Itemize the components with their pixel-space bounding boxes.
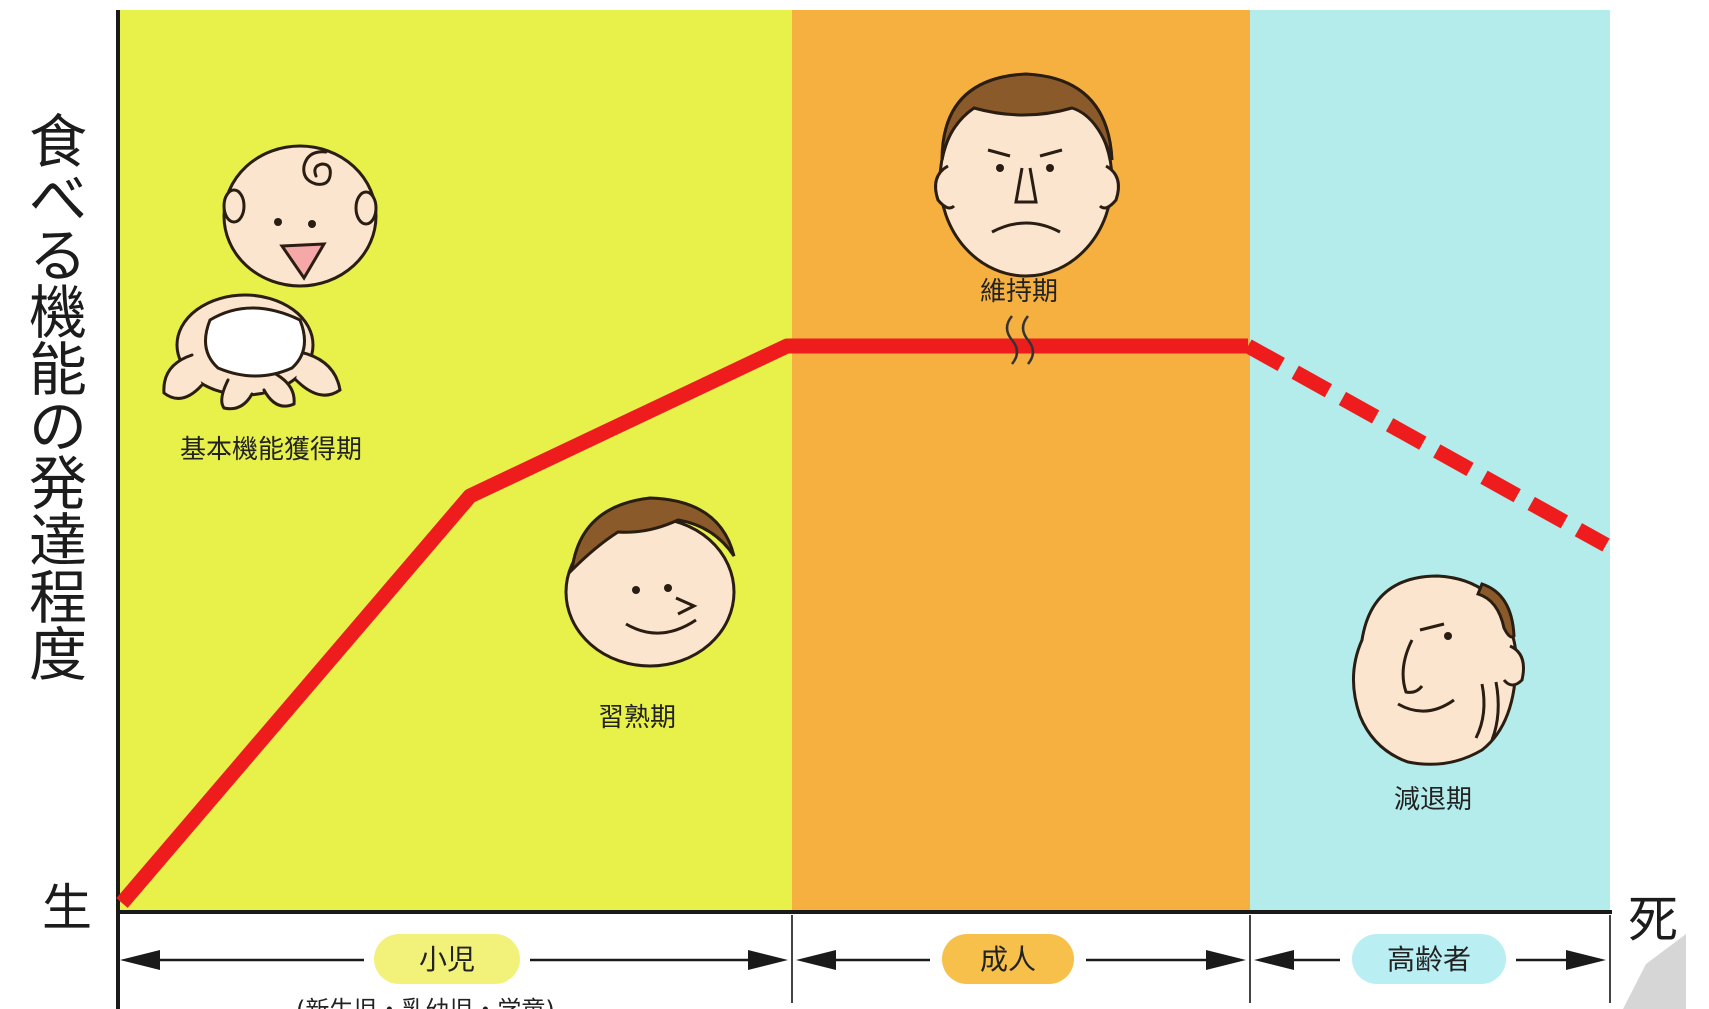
zone-child <box>118 10 792 912</box>
squiggle-break-icon <box>1005 315 1035 365</box>
zone-elderly <box>1250 10 1610 912</box>
period-pill-child <box>374 934 520 984</box>
y-axis-label-char: 能 <box>29 336 87 404</box>
speaker-icon <box>1623 934 1686 1009</box>
period-elderly: 高齢者 <box>1254 934 1606 984</box>
development-curve-dashed <box>1244 339 1610 552</box>
y-axis-label-char: 食 <box>29 108 87 176</box>
period-label-adult: 成人 <box>980 943 1036 976</box>
adult-face-icon <box>934 72 1120 278</box>
y-axis-label-char: 達 <box>29 507 87 575</box>
stage-label-decline: 減退期 <box>1394 785 1472 815</box>
y-axis-label-char: 度 <box>29 621 87 689</box>
y-axis-label-char: の <box>29 393 87 461</box>
period-child: 小児 <box>120 934 788 984</box>
stage-label-maintenance: 維持期 <box>980 277 1058 307</box>
period-label-elderly: 高齢者 <box>1387 943 1471 976</box>
death-label: 死 <box>1628 891 1678 949</box>
period-pill-adult <box>942 934 1074 984</box>
development-curve-solid <box>116 338 1248 908</box>
birth-label: 生 <box>42 879 92 937</box>
elderly-face-icon <box>1351 574 1525 766</box>
baby-icon <box>162 144 378 411</box>
period-adult: 成人 <box>796 934 1246 984</box>
y-axis-label-char: 発 <box>29 450 87 518</box>
y-axis-label-char: 程 <box>29 564 87 632</box>
period-pill-elderly <box>1352 934 1506 984</box>
stage-label-maturity: 習熟期 <box>598 703 676 733</box>
stage-label-acquisition: 基本機能獲得期 <box>180 435 362 465</box>
period-label-child: 小児 <box>419 943 475 976</box>
period-note-child: (新生児・乳幼児・学童) <box>296 996 555 1009</box>
y-axis-label-char: 機 <box>29 279 87 347</box>
y-axis-label-char: る <box>29 222 87 290</box>
child-face-icon <box>564 496 736 668</box>
y-axis-label-char: べ <box>29 165 87 233</box>
